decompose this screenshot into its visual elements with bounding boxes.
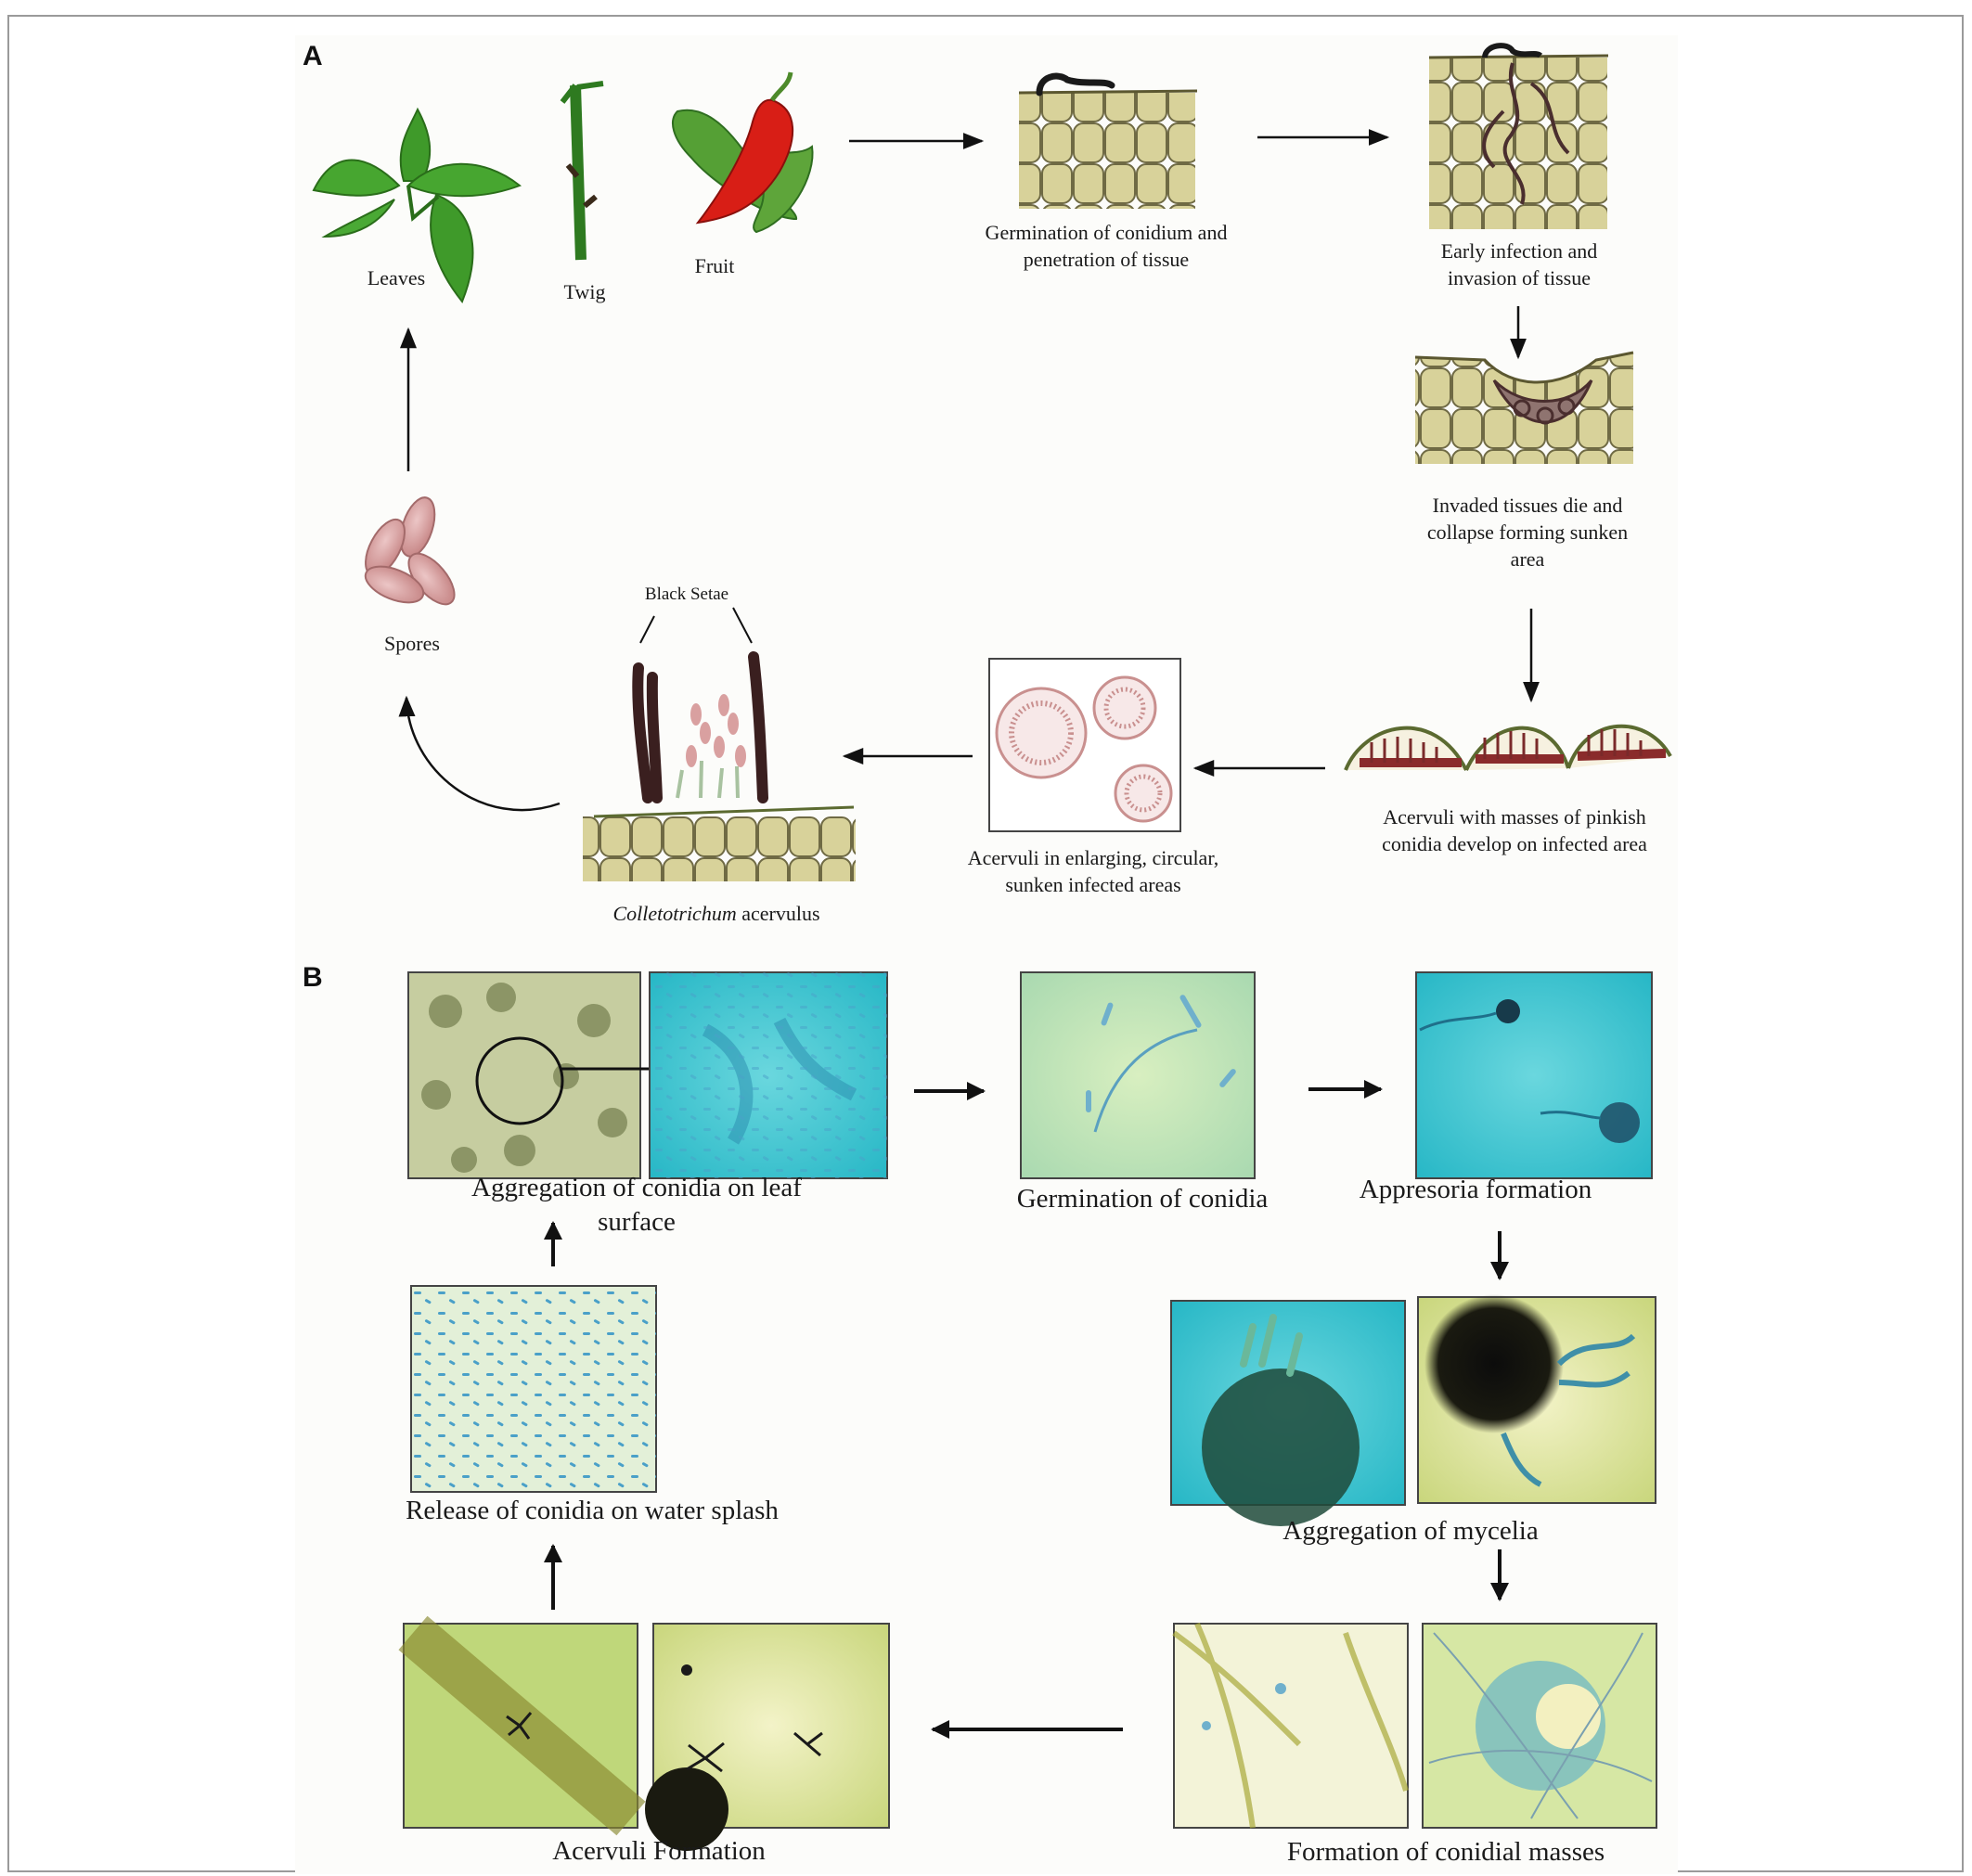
acervuli-masses-illustration xyxy=(1344,724,1672,771)
label-acervuli-circular: Acervuli in enlarging, circular,sunken i… xyxy=(967,846,1219,896)
label-germination-conidia: Germination of conidia xyxy=(1016,1184,1269,1214)
appresoria-micrograph xyxy=(1415,971,1653,1179)
label-spores: Spores xyxy=(384,632,440,655)
label-appresoria-formation: Appresoria formation xyxy=(1359,1175,1592,1204)
label-twig: Twig xyxy=(563,280,606,303)
figure-panel xyxy=(295,35,1678,1874)
spores-illustration xyxy=(364,496,456,606)
acervulus-illustration xyxy=(583,607,856,881)
conidial-masses-micrograph-2 xyxy=(1422,1623,1657,1829)
invaded-tissue-illustration xyxy=(1414,351,1634,464)
conidia-aggregation-micrograph xyxy=(649,971,888,1179)
leaves-illustration xyxy=(312,107,522,303)
germination-conidia-micrograph xyxy=(1020,971,1256,1179)
label-acervuli-formation: Acervuli Formation xyxy=(552,1836,766,1866)
panel-b-arrows xyxy=(544,1080,1509,1739)
label-aggregation-mycelia: Aggregation of mycelia xyxy=(1282,1516,1539,1546)
release-conidia-micrograph xyxy=(410,1285,657,1493)
mycelia-micrograph-1 xyxy=(1170,1300,1406,1526)
leaf-surface-micrograph xyxy=(407,971,679,1179)
panel-letter-b: B xyxy=(303,962,323,993)
conidial-masses-micrograph-1 xyxy=(1172,1622,1409,1829)
mycelia-micrograph-2 xyxy=(1417,1294,1656,1504)
acervuli-circular-illustration xyxy=(988,658,1181,832)
label-black-setae: Black Setae xyxy=(644,585,729,604)
acervuli-formation-micrograph-1 xyxy=(398,1615,646,1836)
germination-tissue-illustration xyxy=(1018,72,1198,209)
label-leaves: Leaves xyxy=(367,266,426,289)
twig-illustration xyxy=(560,81,604,261)
panel-letter-a: A xyxy=(303,41,323,71)
label-release-conidia: Release of conidia on water splash xyxy=(406,1496,779,1525)
early-infection-tissue-illustration xyxy=(1428,43,1609,229)
panel-a-arrows xyxy=(398,129,1540,812)
label-conidial-masses: Formation of conidial masses xyxy=(1286,1837,1605,1867)
label-colletotrichum-acervulus: Colletotrichum acervulus xyxy=(612,902,820,925)
label-fruit: Fruit xyxy=(694,254,735,277)
acervuli-formation-micrograph-2 xyxy=(645,1623,890,1851)
fruit-illustration xyxy=(672,71,814,234)
